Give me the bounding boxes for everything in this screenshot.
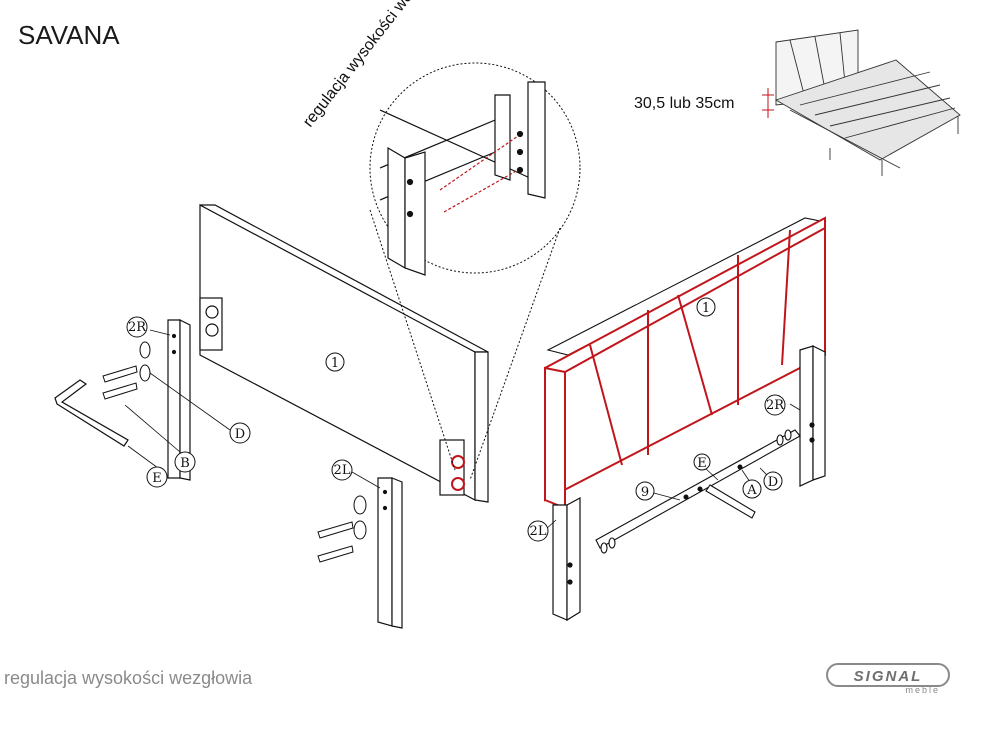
screws-2l xyxy=(317,495,367,563)
leg-2r-left xyxy=(167,319,191,481)
label-d-left: D xyxy=(235,427,245,442)
label-e-right: E xyxy=(697,456,707,471)
label-a: A xyxy=(746,483,757,498)
footer-caption: regulacja wysokości wezgłowia xyxy=(4,668,253,688)
bed-thumbnail xyxy=(762,29,961,176)
right-headboard xyxy=(544,216,827,510)
label-1-right: 1 xyxy=(702,301,710,316)
label-9: 9 xyxy=(641,485,649,500)
leg-2l-left xyxy=(377,477,403,629)
screws-left xyxy=(102,341,151,400)
brand-logo: SIGNAL meble xyxy=(826,663,950,697)
brand-sub: meble xyxy=(905,685,940,695)
label-b: B xyxy=(180,456,190,471)
part-labels: 1 1 2R 2L 2R 2L D B E 9 E A D xyxy=(126,297,786,542)
left-headboard xyxy=(199,204,489,503)
zoom-detail xyxy=(369,62,581,481)
brand-name: SIGNAL xyxy=(826,663,950,687)
label-2l-right: 2L xyxy=(530,524,547,539)
leaders-left xyxy=(124,329,381,489)
connecting-bar xyxy=(595,429,801,554)
label-2r-left: 2R xyxy=(128,320,147,335)
label-e-left: E xyxy=(152,471,162,486)
allen-key-left xyxy=(54,379,129,447)
dimension-note: 30,5 lub 35cm xyxy=(634,95,735,112)
label-d-right: D xyxy=(768,475,778,490)
right-legs xyxy=(552,345,826,622)
label-1-left: 1 xyxy=(331,356,339,371)
label-2l-left: 2L xyxy=(334,463,351,478)
label-2r-right: 2R xyxy=(766,398,785,413)
page-title: SAVANA xyxy=(18,20,120,50)
